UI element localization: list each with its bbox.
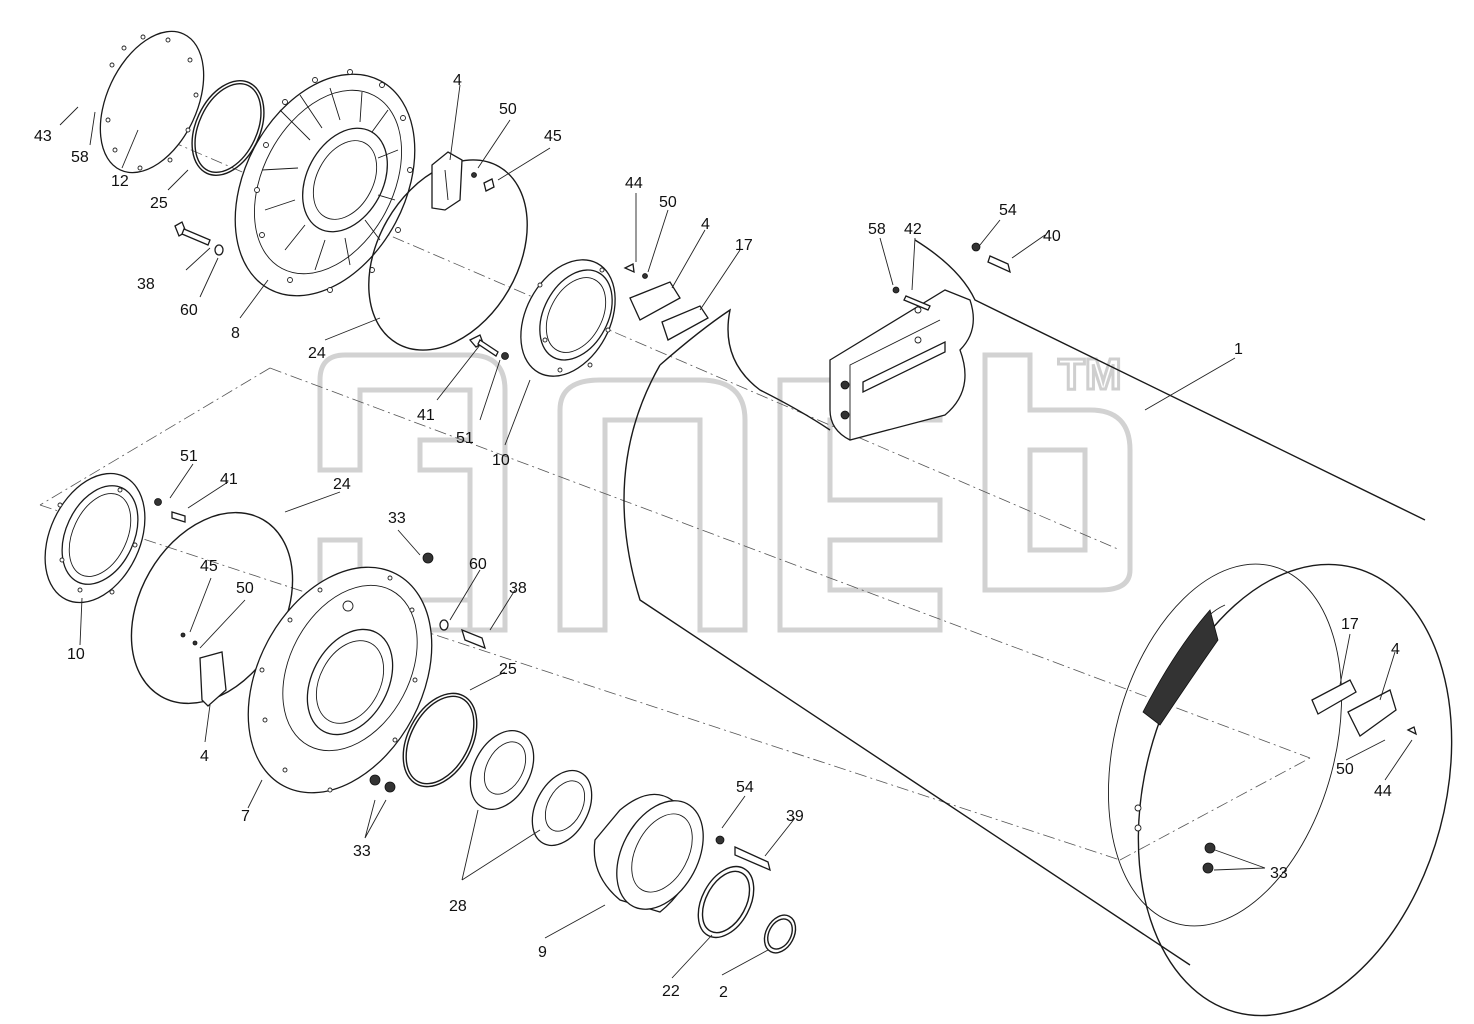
label-part-50: 50 — [236, 580, 254, 597]
label-part-54: 54 — [736, 779, 754, 796]
bolt-41-left — [154, 498, 186, 523]
label-part-41: 41 — [417, 407, 435, 424]
label-part-54: 54 — [999, 202, 1017, 219]
label-part-9: 9 — [538, 944, 547, 961]
end-plate — [247, 566, 433, 794]
label-part-33: 33 — [1270, 865, 1288, 882]
label-part-10: 10 — [67, 646, 85, 663]
hub-9 — [593, 793, 704, 913]
bearing-2 — [531, 769, 593, 847]
label-part-12: 12 — [111, 173, 129, 190]
label-part-1: 1 — [1234, 341, 1243, 358]
label-part-8: 8 — [231, 325, 240, 342]
drum-shell — [623, 239, 1453, 1017]
label-part-7: 7 — [241, 808, 250, 825]
bolt-38-top — [174, 221, 224, 256]
label-part-60: 60 — [469, 556, 487, 573]
large-o-ring-top — [368, 159, 528, 351]
watermark-trademark: TM — [1058, 350, 1122, 399]
nuts-33-left — [369, 552, 434, 793]
bolt-41-top — [468, 334, 509, 360]
drum-internal-bracket — [829, 289, 974, 441]
flange-left — [44, 472, 146, 604]
nuts-33-right — [1134, 804, 1216, 874]
label-part-38: 38 — [509, 580, 527, 597]
o-ring-lower — [402, 692, 478, 788]
ring-2 — [763, 914, 797, 954]
label-part-25: 25 — [499, 661, 517, 678]
bearing-1 — [469, 730, 535, 810]
label-part-10: 10 — [492, 452, 510, 469]
bracket-left — [180, 632, 227, 707]
label-part-41: 41 — [220, 471, 238, 488]
leader-lines — [59, 84, 1413, 979]
label-part-25: 25 — [150, 195, 168, 212]
label-part-17: 17 — [1341, 616, 1359, 633]
label-part-4: 4 — [701, 216, 710, 233]
label-part-38: 38 — [137, 276, 155, 293]
label-part-43: 43 — [34, 128, 52, 145]
label-part-50: 50 — [499, 101, 517, 118]
label-part-4: 4 — [453, 72, 462, 89]
label-part-50: 50 — [659, 194, 677, 211]
label-part-33: 33 — [388, 510, 406, 527]
bolts-top-right — [892, 242, 1011, 311]
label-part-58: 58 — [71, 149, 89, 166]
label-part-24: 24 — [333, 476, 351, 493]
bracket-right — [1311, 679, 1418, 737]
snap-ring-22 — [697, 865, 755, 939]
label-part-42: 42 — [904, 221, 922, 238]
hub-housing-top — [234, 69, 416, 297]
label-part-17: 17 — [735, 237, 753, 254]
label-part-58: 58 — [868, 221, 886, 238]
flange-seal-top — [520, 259, 616, 377]
label-part-51: 51 — [180, 448, 198, 465]
part-labels: 43 58 12 25 4 50 45 38 60 8 24 41 51 10 … — [34, 72, 1400, 1001]
label-part-33: 33 — [353, 843, 371, 860]
label-part-28: 28 — [449, 898, 467, 915]
label-part-24: 24 — [308, 345, 326, 362]
label-part-50: 50 — [1336, 761, 1354, 778]
label-part-45: 45 — [544, 128, 562, 145]
label-part-45: 45 — [200, 558, 218, 575]
label-part-39: 39 — [786, 808, 804, 825]
cover-plate — [99, 30, 205, 174]
bolt-39 — [715, 835, 771, 872]
bracket-top — [431, 151, 495, 211]
label-part-40: 40 — [1043, 228, 1061, 245]
label-part-4: 4 — [1391, 641, 1400, 658]
label-part-2: 2 — [719, 984, 728, 1001]
watermark-logo: TM — [317, 349, 1133, 633]
label-part-44: 44 — [625, 175, 643, 192]
label-part-4: 4 — [200, 748, 209, 765]
label-part-51: 51 — [456, 430, 474, 447]
label-part-60: 60 — [180, 302, 198, 319]
label-part-44: 44 — [1374, 783, 1392, 800]
bracket-plates-top — [623, 263, 709, 341]
label-part-22: 22 — [662, 983, 680, 1000]
bolt-38-middle — [439, 619, 487, 650]
